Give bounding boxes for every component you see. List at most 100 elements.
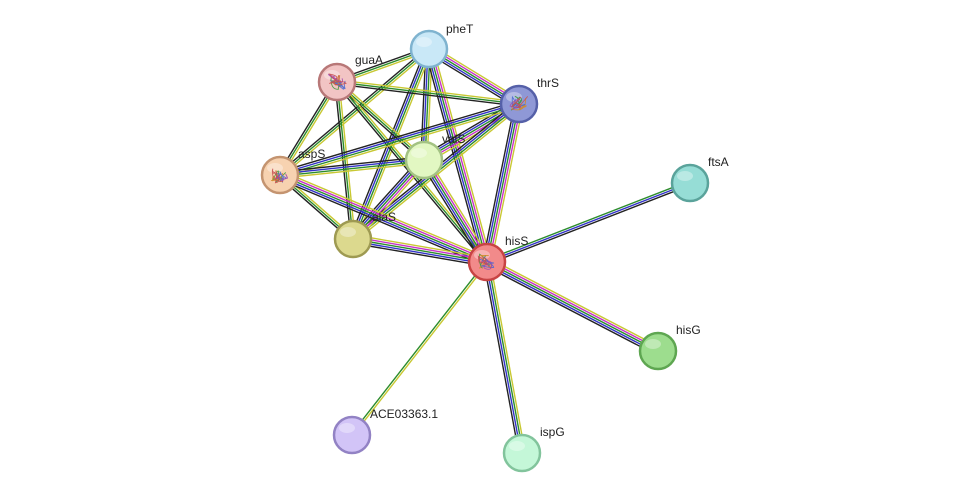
- edge-line: [484, 265, 657, 356]
- edge-line: [486, 103, 520, 263]
- edge-line: [424, 49, 484, 264]
- edge-guaa-thrs: [336, 79, 520, 107]
- protein-structure-icon: [271, 168, 289, 184]
- edge-line: [487, 261, 524, 453]
- edge-line: [421, 160, 486, 264]
- node-label: alaS: [372, 210, 396, 224]
- edge-line: [487, 259, 660, 350]
- protein-structure-icon: [327, 73, 347, 90]
- node-circle[interactable]: [670, 163, 710, 203]
- edge-line: [488, 257, 661, 348]
- node-circle[interactable]: [409, 29, 449, 69]
- edge-line: [279, 156, 424, 173]
- node-label: guaA: [355, 53, 383, 67]
- nodes-layer: pheT guaA thrS valS aspS alaS hisS ftsA hisG ACE0…: [260, 22, 729, 473]
- edge-line: [335, 83, 424, 163]
- node-vals[interactable]: valS: [404, 132, 465, 180]
- edge-line: [489, 261, 526, 453]
- edge-line: [278, 46, 429, 174]
- protein-structure-icon: [509, 95, 529, 111]
- node-circle[interactable]: [467, 242, 507, 282]
- edge-line: [483, 262, 520, 454]
- edge-vals-hiss: [419, 157, 492, 265]
- edge-thrs-asps: [278, 100, 521, 179]
- edge-line: [490, 104, 524, 263]
- edge-line: [485, 180, 690, 261]
- edge-line: [336, 83, 519, 107]
- edge-line: [352, 262, 489, 437]
- node-highlight: [677, 171, 693, 181]
- edge-thrs-hiss: [482, 103, 524, 263]
- edge-line: [353, 234, 488, 259]
- node-thrs[interactable]: thrS: [499, 76, 559, 124]
- edge-line: [279, 174, 488, 263]
- edge-line: [485, 262, 522, 454]
- edge-line: [279, 158, 424, 175]
- node-label: ACE03363.1: [370, 407, 438, 421]
- edge-line: [486, 182, 691, 263]
- node-label: thrS: [537, 76, 559, 90]
- node-highlight: [411, 148, 427, 158]
- edge-line: [352, 240, 487, 265]
- edge-hiss-hisg: [484, 257, 661, 356]
- node-highlight: [267, 163, 283, 173]
- node-circle[interactable]: [638, 331, 678, 371]
- edge-line: [423, 159, 488, 263]
- edge-line: [485, 263, 658, 354]
- edge-line: [280, 106, 521, 179]
- node-hisg[interactable]: hisG: [638, 323, 701, 371]
- edge-line: [488, 104, 522, 263]
- node-phet[interactable]: pheT: [409, 22, 474, 69]
- edge-line: [280, 172, 489, 261]
- node-alas[interactable]: alaS: [333, 210, 396, 259]
- node-label: ftsA: [708, 155, 729, 169]
- edge-line: [426, 157, 492, 261]
- edge-line: [280, 160, 425, 177]
- edge-line: [430, 48, 490, 262]
- edge-line: [281, 170, 489, 259]
- edge-line: [353, 236, 488, 261]
- node-label: pheT: [446, 22, 474, 36]
- protein-structure-icon: [477, 253, 495, 270]
- edge-line: [336, 81, 425, 161]
- edge-line: [486, 261, 659, 352]
- node-highlight: [645, 339, 661, 349]
- edge-line: [487, 184, 692, 265]
- edge-line: [350, 260, 487, 435]
- edge-hiss-ace03363-1: [350, 260, 489, 437]
- node-highlight: [416, 37, 432, 47]
- edge-line: [484, 103, 518, 262]
- node-ftsa[interactable]: ftsA: [670, 155, 729, 203]
- edge-line: [278, 176, 487, 265]
- edge-line: [280, 50, 431, 178]
- edge-line: [279, 102, 519, 175]
- node-label: hisS: [505, 234, 528, 248]
- edge-line: [482, 103, 516, 262]
- node-guaa[interactable]: guaA: [317, 53, 383, 102]
- node-label: ispG: [540, 425, 565, 439]
- node-circle[interactable]: [332, 415, 372, 455]
- edge-hiss-ftsa: [485, 180, 692, 265]
- edge-line: [338, 81, 356, 239]
- edge-phet-asps: [278, 46, 431, 178]
- node-circle[interactable]: [333, 219, 373, 259]
- node-label: valS: [442, 132, 465, 146]
- node-highlight: [509, 441, 525, 451]
- node-highlight: [339, 423, 355, 433]
- node-ispg[interactable]: ispG: [502, 425, 565, 473]
- edge-line: [419, 161, 485, 265]
- node-circle[interactable]: [404, 140, 444, 180]
- edge-alas-hiss: [352, 234, 488, 267]
- node-label: aspS: [298, 147, 325, 161]
- edge-guaa-vals: [335, 79, 426, 163]
- node-hiss[interactable]: hisS: [467, 234, 528, 282]
- edge-line: [279, 48, 430, 176]
- node-ace03363-1[interactable]: ACE03363.1: [332, 407, 438, 455]
- node-circle[interactable]: [502, 433, 542, 473]
- edge-line: [336, 81, 354, 240]
- edge-guaa-alas: [334, 81, 356, 240]
- edge-vals-asps: [279, 156, 425, 179]
- node-label: hisG: [676, 323, 701, 337]
- node-asps[interactable]: aspS: [260, 147, 325, 195]
